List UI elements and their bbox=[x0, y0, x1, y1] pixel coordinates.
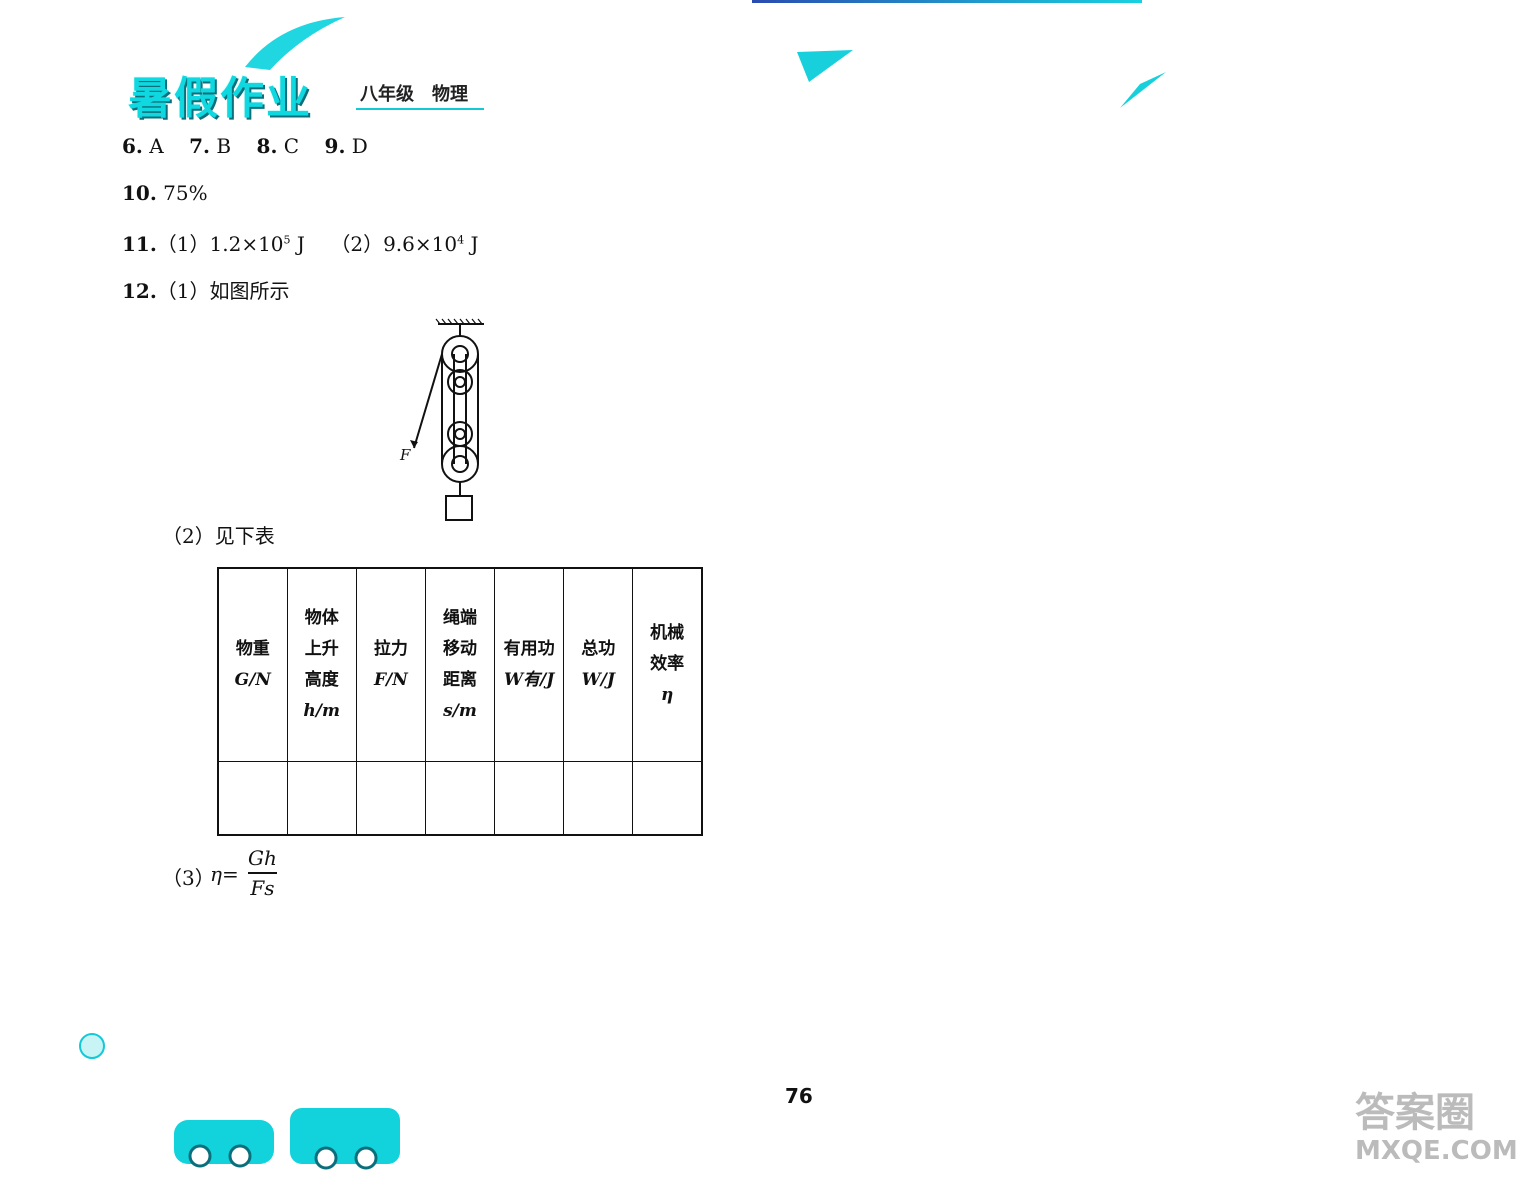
answer-number: 10. bbox=[122, 181, 157, 205]
table-cell bbox=[217, 760, 288, 836]
watermark-url: MXQE.COM bbox=[1355, 1136, 1518, 1166]
answer-10: 10. 75% bbox=[122, 181, 208, 205]
table-cell bbox=[494, 760, 565, 836]
part-3-label: （3） bbox=[162, 866, 215, 890]
answer-value: （1）如图所示 bbox=[156, 279, 290, 303]
efficiency-fraction: Gh Fs bbox=[248, 846, 277, 900]
table-cell bbox=[563, 760, 634, 836]
watermark-logo: 答案圈 bbox=[1355, 1090, 1475, 1136]
paper-plane-icon bbox=[797, 50, 853, 82]
answer-number: 7. bbox=[189, 134, 211, 158]
answer-value: C bbox=[283, 134, 300, 158]
side-decoration bbox=[79, 1033, 105, 1059]
header-underline bbox=[356, 108, 484, 110]
table-row bbox=[217, 760, 703, 836]
top-decoration-rule bbox=[752, 0, 1142, 3]
fraction-denominator: Fs bbox=[250, 875, 275, 900]
answer-value: A bbox=[149, 134, 164, 158]
table-cell bbox=[632, 760, 703, 836]
answer-12: 12.（1）如图所示 bbox=[122, 275, 290, 304]
fraction-numerator: Gh bbox=[248, 846, 277, 870]
paper-plane-icon bbox=[1120, 72, 1166, 108]
answer-number: 9. bbox=[324, 134, 346, 158]
part-2-label: （2）见下表 bbox=[162, 524, 275, 548]
answer-number: 6. bbox=[122, 134, 143, 158]
brush-stroke-decoration bbox=[245, 17, 345, 70]
formula-lhs: η= bbox=[210, 862, 239, 886]
answer-value: B bbox=[216, 134, 232, 158]
pulley-system-diagram: F bbox=[399, 318, 484, 521]
answer-11: 11.（1）1.2×105 J （2）9.6×104 J bbox=[122, 232, 479, 256]
fraction-bar bbox=[248, 872, 277, 874]
watermark: 答案圈 MXQE.COM bbox=[1355, 1090, 1518, 1166]
table-cell bbox=[355, 760, 426, 836]
train-decoration-icon bbox=[174, 1108, 400, 1170]
answers-6-9: 6. A 7. B 8. C 9. D bbox=[122, 134, 368, 158]
grade-subject: 八年级 物理 bbox=[360, 84, 468, 105]
answer-number: 11. bbox=[122, 232, 157, 256]
table-cell bbox=[424, 760, 496, 836]
answer-value: 75% bbox=[163, 181, 208, 205]
answer-value: D bbox=[351, 134, 368, 158]
answer-number: 8. bbox=[256, 134, 278, 158]
force-label: F bbox=[399, 446, 411, 464]
page-number: 76 bbox=[785, 1084, 813, 1108]
logo-title: 暑假作业 bbox=[128, 73, 312, 124]
answer-number: 12. bbox=[122, 279, 157, 303]
table-cell bbox=[286, 760, 357, 836]
